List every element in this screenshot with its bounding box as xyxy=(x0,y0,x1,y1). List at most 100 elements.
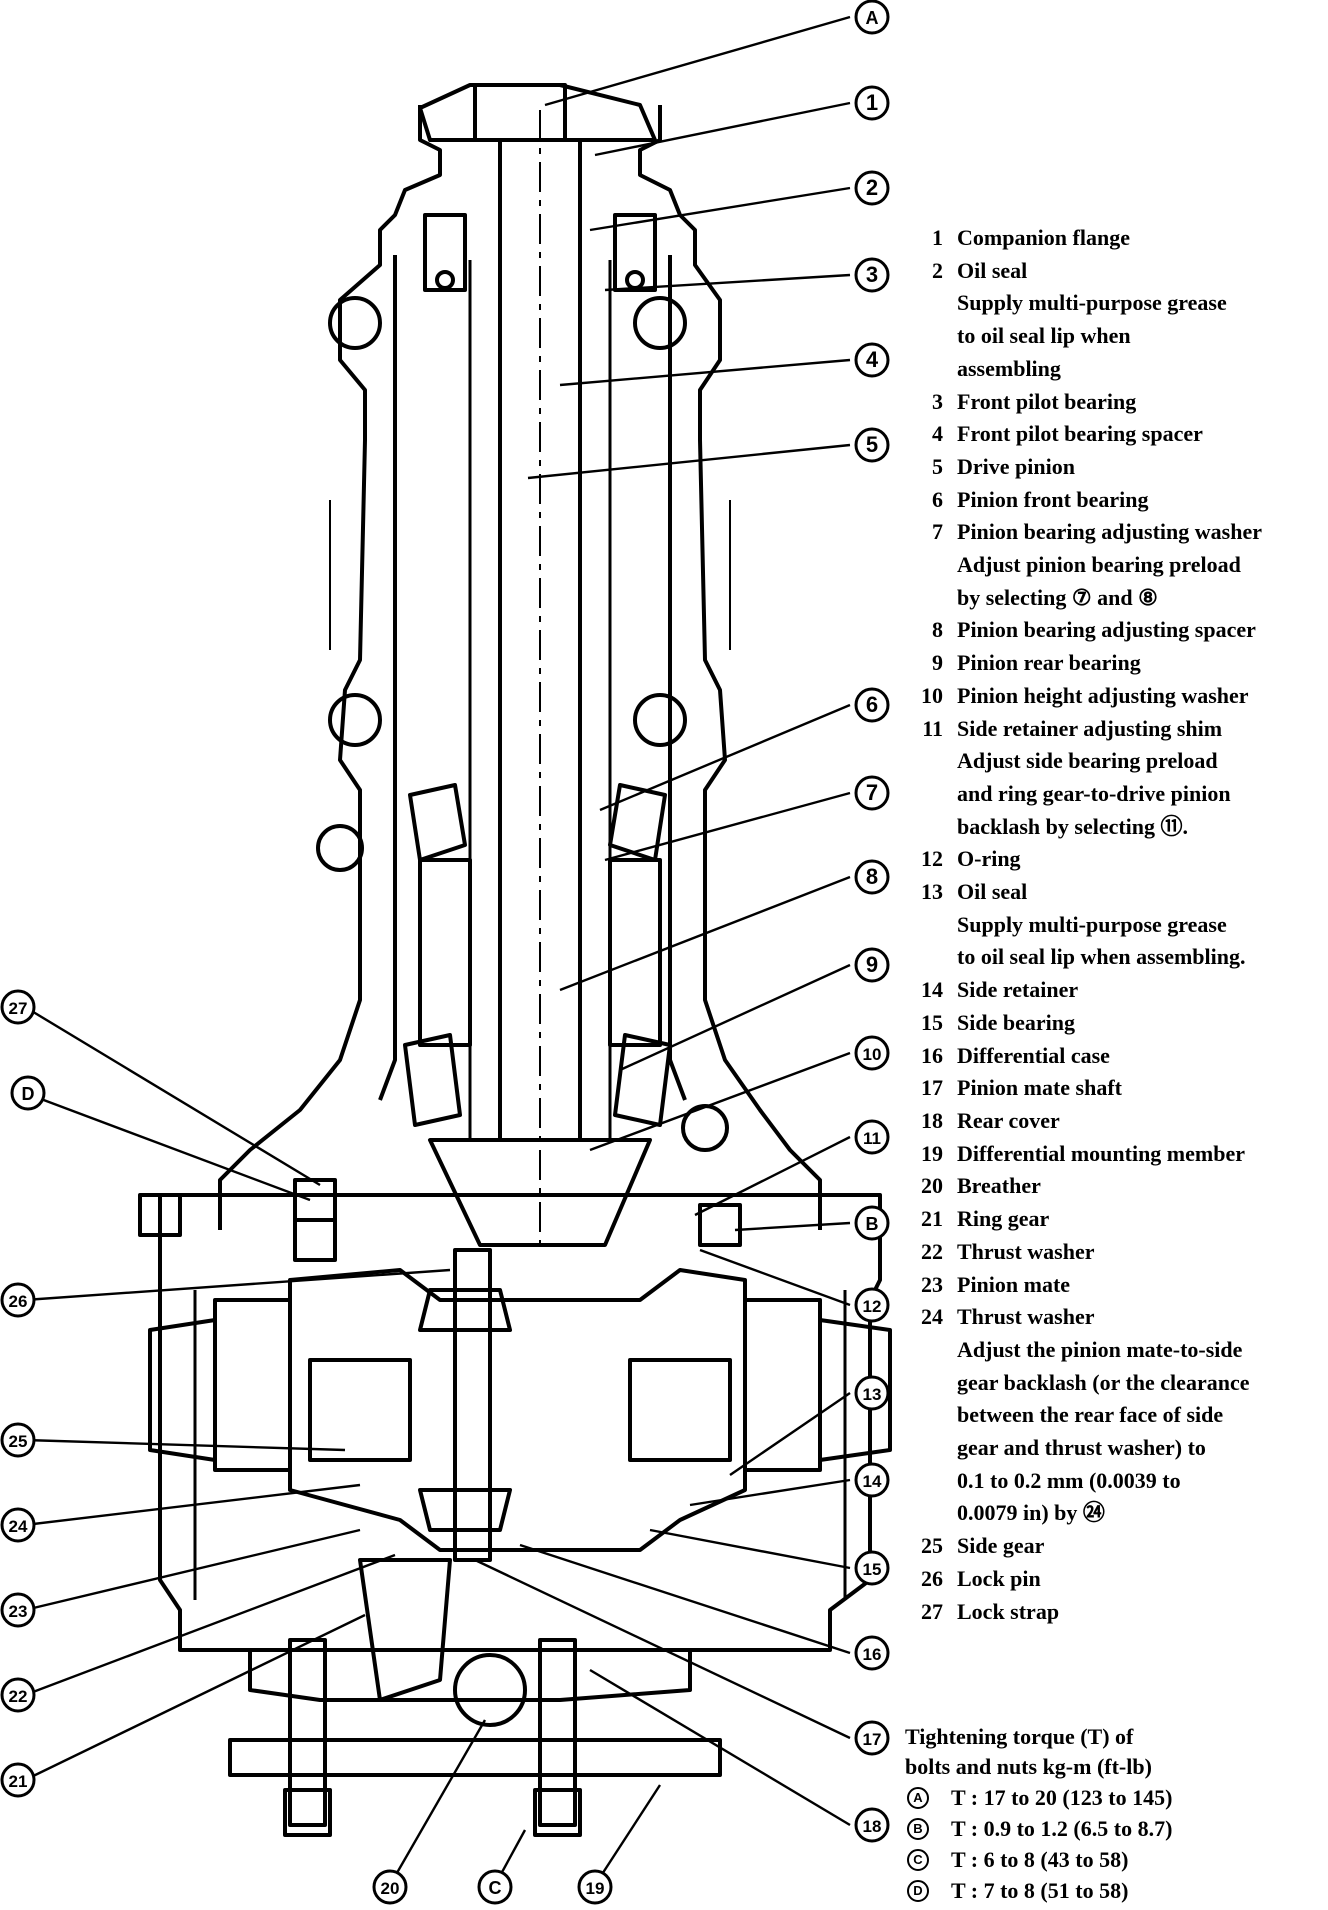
callout-label: 7 xyxy=(866,780,878,805)
callout-22: 22 xyxy=(0,1677,36,1713)
legend-label: Front pilot bearing spacer xyxy=(957,421,1203,447)
torque-key-badge: A xyxy=(907,1786,929,1809)
torque-key-badge: B xyxy=(907,1817,929,1840)
legend-number: 4 xyxy=(932,421,943,447)
side-bearing xyxy=(213,1298,292,1472)
legend-label: Lock strap xyxy=(957,1598,1060,1624)
callout-label: 12 xyxy=(863,1297,882,1316)
housing-outline xyxy=(218,105,442,1230)
callout-label: C xyxy=(489,1878,502,1898)
legend-label: Thrust washer xyxy=(957,1238,1095,1264)
torque-title-line2: bolts and nuts kg-m (ft-lb) xyxy=(905,1754,1152,1779)
legend-number: 8 xyxy=(932,617,943,643)
pinion-front-bearing xyxy=(408,783,467,862)
companion-flange xyxy=(418,83,657,142)
leader-lines xyxy=(24,15,851,1886)
legend-number: 17 xyxy=(921,1075,943,1101)
legend-label: Differential mounting member xyxy=(957,1140,1245,1166)
callout-label: 22 xyxy=(9,1687,28,1706)
callout-label: 19 xyxy=(586,1879,605,1898)
legend-item: 15 Side bearing xyxy=(905,1007,1325,1040)
housing-bolt-hole xyxy=(633,693,687,747)
legend-item: 19 Differential mounting member xyxy=(905,1138,1325,1171)
legend-number: 16 xyxy=(921,1042,943,1068)
callout-23: 23 xyxy=(0,1592,36,1628)
legend-number: 2 xyxy=(932,257,943,283)
front-pilot-bearing xyxy=(423,213,467,292)
callout-label: 11 xyxy=(863,1129,881,1148)
legend-label: Rear cover xyxy=(957,1107,1060,1133)
callout-label: 26 xyxy=(9,1292,28,1311)
callout-8: 8 xyxy=(854,859,890,895)
legend-label: Pinion mate shaft xyxy=(957,1075,1122,1101)
callout-20: 20 xyxy=(372,1869,408,1905)
legend-label: Differential case xyxy=(957,1042,1110,1068)
legend-item: 17 Pinion mate shaft xyxy=(905,1072,1325,1105)
legend-note: assembling xyxy=(957,355,1061,381)
legend-label: O-ring xyxy=(957,846,1021,872)
callout-label: 18 xyxy=(863,1817,882,1836)
callout-18: 18 xyxy=(854,1807,890,1843)
callout-6: 6 xyxy=(854,687,890,723)
legend-number: 26 xyxy=(921,1565,943,1591)
callout-10: 10 xyxy=(854,1035,890,1071)
rear-cover xyxy=(248,1650,692,1702)
callout-D: D xyxy=(10,1075,46,1111)
callout-27: 27 xyxy=(0,989,36,1025)
callout-label: 4 xyxy=(866,347,879,372)
legend-number: 15 xyxy=(921,1009,943,1035)
legend-label: Oil seal xyxy=(957,879,1028,905)
housing-bolt-hole xyxy=(328,693,382,747)
callout-label: 25 xyxy=(9,1432,28,1451)
torque-specifications: Tightening torque (T) of bolts and nuts … xyxy=(905,1722,1325,1906)
callout-24: 24 xyxy=(0,1507,36,1543)
callout-C: C xyxy=(477,1869,513,1905)
callout-16: 16 xyxy=(854,1635,890,1671)
legend-number: 22 xyxy=(921,1238,943,1264)
legend-item: 4 Front pilot bearing spacer xyxy=(905,418,1325,451)
callout-label: 27 xyxy=(9,999,28,1018)
side-gear xyxy=(308,1358,412,1462)
callout-17: 17 xyxy=(854,1720,890,1756)
legend-label: Side retainer adjusting shim xyxy=(957,715,1223,741)
legend-number: 5 xyxy=(932,453,943,479)
legend-note: between the rear face of side xyxy=(957,1402,1224,1428)
callout-label: A xyxy=(866,8,879,28)
legend-number: 6 xyxy=(932,486,943,512)
legend-label: Front pilot bearing xyxy=(957,388,1137,414)
callout-1: 1 xyxy=(854,85,890,121)
housing-bolt-hole xyxy=(328,296,382,350)
legend-label: Side retainer xyxy=(957,977,1079,1003)
mounting-stud xyxy=(288,1638,327,1827)
callout-label: 15 xyxy=(863,1560,882,1579)
callout-label: 20 xyxy=(381,1879,400,1898)
callout-15: 15 xyxy=(854,1550,890,1586)
callout-label: 6 xyxy=(866,692,878,717)
legend-label: Companion flange xyxy=(957,225,1130,250)
ring-gear xyxy=(358,1558,452,1702)
legend-label: Side bearing xyxy=(957,1009,1075,1035)
legend-number: 19 xyxy=(921,1140,943,1166)
legend-note: by selecting ⑦ and ⑧ xyxy=(957,584,1158,610)
legend-note: Adjust the pinion mate-to-side xyxy=(957,1336,1243,1362)
legend-number: 7 xyxy=(932,519,943,545)
pinion-rear-bearing xyxy=(403,1033,462,1127)
callout-label: D xyxy=(22,1084,35,1104)
carrier-bolt xyxy=(138,1193,182,1237)
